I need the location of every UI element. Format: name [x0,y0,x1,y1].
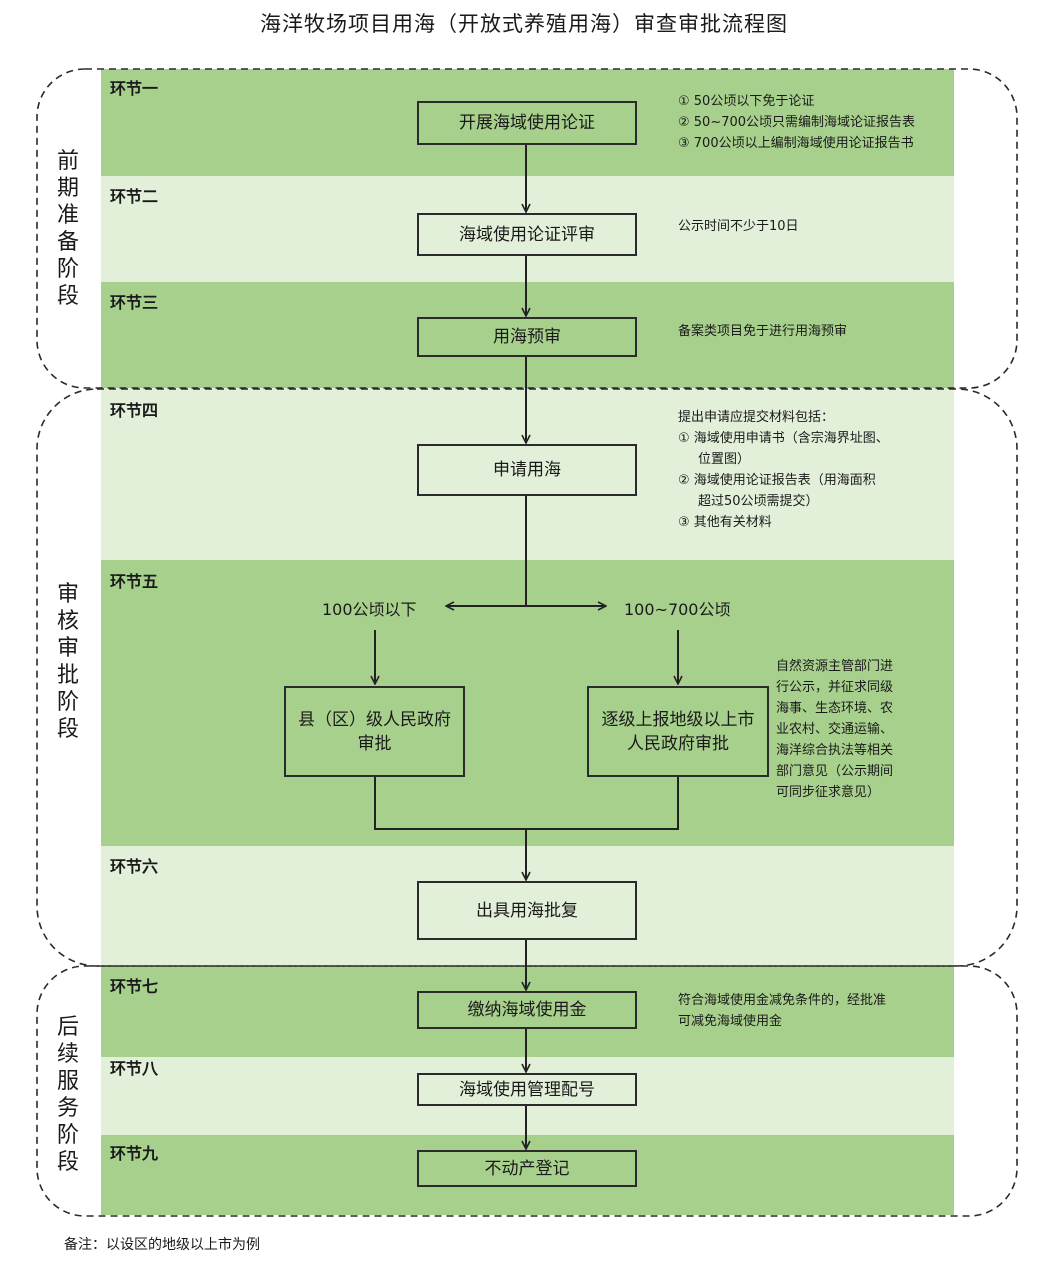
step-label-2: 环节二 [110,187,159,206]
box-pay-fee: 缴纳海域使用金 [417,991,637,1029]
stage-label-review: 审核审批阶段 [56,582,79,742]
note-step-2: 公示时间不少于10日 [678,219,799,234]
note-line: 行公示，并征求同级 [776,680,894,695]
note-line: ② 海域使用论证报告表（用海面积 [678,473,876,488]
note-line: 提出申请应提交材料包括： [678,410,835,425]
box-property-registration: 不动产登记 [417,1150,637,1187]
box-demonstration-review: 海域使用论证评审 [417,213,637,256]
stage-label-followup: 后续服务阶段 [56,1015,79,1175]
band-step-3 [101,282,954,388]
box-apply: 申请用海 [417,444,637,496]
box-sea-use-demonstration: 开展海域使用论证 [417,101,637,145]
note-step-5: 自然资源主管部门进 行公示，并征求同级 海事、生态环境、农 业农村、交通运输、 … [776,656,893,803]
note-line: 海事、生态环境、农 [776,701,894,716]
band-step-2 [101,176,954,282]
stage-outline-prep [36,68,1018,389]
step-label-4: 环节四 [110,401,159,420]
note-line: 可同步征求意见） [776,785,881,800]
stage-outline-followup [36,965,1018,1217]
band-step-5 [101,560,954,846]
box-county-approval: 县（区）级人民政府 审批 [284,686,465,777]
box-city-approval-line1: 逐级上报地级以上市 [601,709,755,730]
note-line: 超过50公顷需提交） [698,494,819,509]
stage-label-prep: 前期准备阶段 [56,149,79,309]
merge-line [374,777,679,830]
band-step-1 [101,69,954,176]
note-step-4: 提出申请应提交材料包括： ① 海域使用申请书（含宗海界址图、 位置图） ② 海域… [678,407,889,533]
note-line: 业农村、交通运输、 [776,722,894,737]
note-step-7: 符合海域使用金减免条件的，经批准 可减免海域使用金 [678,990,886,1032]
box-assign-number: 海域使用管理配号 [417,1073,637,1106]
box-issue-approval: 出具用海批复 [417,881,637,940]
note-line: 符合海域使用金减免条件的，经批准 [678,993,887,1008]
box-city-approval-line2: 人民政府审批 [627,733,729,754]
step-label-5: 环节五 [110,572,159,591]
step-label-6: 环节六 [110,857,159,876]
step-label-8: 环节八 [110,1059,159,1078]
note-step-3: 备案类项目免于进行用海预审 [678,324,848,339]
note-line: ③ 其他有关材料 [678,515,772,530]
band-step-7 [101,966,954,1057]
band-step-6 [101,846,954,966]
note-line: 位置图） [698,452,751,467]
note-line: 可减免海域使用金 [678,1014,783,1029]
note-line: 自然资源主管部门进 [776,659,894,674]
branch-label-right: 100~700公顷 [624,600,731,619]
step-label-9: 环节九 [110,1144,159,1163]
note-line: ① 海域使用申请书（含宗海界址图、 [678,431,889,446]
diagram-title: 海洋牧场项目用海（开放式养殖用海）审查审批流程图 [260,12,788,36]
note-line: ① 50公顷以下免于论证 [678,94,815,109]
box-city-approval: 逐级上报地级以上市 人民政府审批 [587,686,769,777]
box-county-approval-line1: 县（区）级人民政府 [298,709,451,730]
note-line: 部门意见（公示期间 [776,764,894,779]
step-label-3: 环节三 [110,293,159,312]
box-pre-review: 用海预审 [417,317,637,357]
note-line: 海洋综合执法等相关 [776,743,894,758]
branch-label-left: 100公顷以下 [322,600,417,619]
note-step-1: ① 50公顷以下免于论证 ② 50~700公顷只需编制海域论证报告表 ③ 700… [678,91,915,154]
note-line: ③ 700公顷以上编制海域使用论证报告书 [678,136,914,151]
band-step-4 [101,388,954,560]
step-label-7: 环节七 [110,977,159,996]
box-county-approval-line2: 审批 [357,733,392,754]
note-line: ② 50~700公顷只需编制海域论证报告表 [678,115,916,130]
step-label-1: 环节一 [110,79,159,98]
footer-note: 备注：以设区的地级以上市为例 [64,1237,260,1253]
